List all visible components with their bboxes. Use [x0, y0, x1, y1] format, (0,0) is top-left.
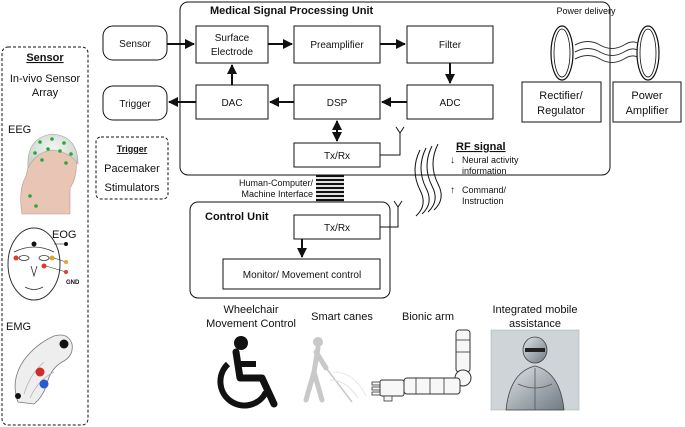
control-txrx-block: Tx/Rx [293, 214, 381, 240]
surface-electrode-label-line2: Electrode [211, 47, 254, 58]
dac-block: DAC [195, 84, 269, 120]
adc-block: ADC [406, 84, 494, 120]
trigger-box: Trigger Pacemaker Stimulators [95, 136, 169, 200]
monitor-movement-label: Monitor/ Movement control [243, 270, 361, 281]
rf-down-label-line2: information [462, 166, 507, 176]
hci-label-line1: Human-Computer/ [239, 178, 314, 188]
emg-arm-image [14, 334, 73, 405]
adc-label: ADC [439, 98, 460, 109]
power-amplifier-label-line1: Power [631, 90, 663, 102]
trigger-box-item-stimulators: Stimulators [104, 182, 160, 194]
control-antenna-icon [380, 200, 403, 228]
app-mobile-label-line1: Integrated mobile [493, 304, 578, 316]
processing-txrx-block: Tx/Rx [293, 142, 381, 168]
eeg-head-image [20, 133, 79, 215]
app-canes-label: Smart canes [311, 311, 373, 323]
rectifier-label-line2: Regulator [537, 105, 585, 117]
integrated-mobile-robot-image [490, 329, 580, 411]
sensor-block-label: Sensor [119, 39, 151, 50]
preamplifier-block: Preamplifier [293, 25, 381, 64]
sensor-block: Sensor [102, 25, 168, 61]
processing-txrx-label: Tx/Rx [324, 151, 350, 162]
control-unit-panel: Control Unit Tx/Rx Monitor/ Movement con… [189, 200, 403, 299]
app-mobile-label-line2: assistance [509, 318, 561, 330]
wheelchair-icon [217, 336, 278, 409]
rf-up-label-line1: Command/ [462, 185, 507, 195]
sensor-panel-title: Sensor [26, 52, 64, 64]
power-delivery-title: Power delivery [556, 6, 616, 16]
coil-right-icon [636, 25, 660, 81]
hci-connector: Human-Computer/ Machine Interface [239, 174, 344, 202]
rf-down-label-line1: Neural activity [462, 155, 519, 165]
eog-gnd-label: GND [66, 280, 80, 286]
app-bionic-label: Bionic arm [402, 311, 454, 323]
rf-waves-icon [414, 143, 442, 217]
sensor-panel-subtitle-line1: In-vivo Sensor [10, 73, 81, 85]
power-amplifier-block: Power Amplifier [612, 81, 682, 123]
rf-signal: RF signal ↓ Neural activity information … [414, 141, 519, 217]
dsp-label: DSP [327, 98, 348, 109]
coil-left-icon [550, 25, 574, 81]
emg-label: EMG [6, 321, 31, 333]
dsp-block: DSP [293, 84, 381, 120]
trigger-block-label: Trigger [119, 99, 151, 110]
eog-label: EOG [52, 229, 76, 241]
trigger-block: Trigger [102, 85, 168, 121]
surface-electrode-label-line1: Surface [215, 33, 250, 44]
dac-label: DAC [221, 98, 242, 109]
control-txrx-label: Tx/Rx [324, 223, 350, 234]
rf-up-label-line2: Instruction [462, 196, 504, 206]
power-amplifier-label-line2: Amplifier [626, 105, 669, 117]
processing-unit-title: Medical Signal Processing Unit [210, 5, 374, 17]
rf-up-arrow-icon: ↑ [450, 185, 455, 196]
monitor-movement-block: Monitor/ Movement control [222, 258, 381, 290]
app-wheelchair-label-line1: Wheelchair [223, 304, 278, 316]
trigger-box-item-pacemaker: Pacemaker [104, 163, 160, 175]
app-wheelchair-label-line2: Movement Control [206, 318, 296, 330]
trigger-box-title: Trigger [117, 144, 148, 154]
sensor-panel: Sensor In-vivo Sensor Array EEG [1, 46, 89, 426]
processing-antenna-icon [380, 126, 405, 156]
sensor-panel-subtitle-line2: Array [32, 87, 59, 99]
bionic-arm-icon [371, 329, 472, 402]
applications-row: Wheelchair Movement Control Smart canes … [206, 304, 580, 411]
rf-down-arrow-icon: ↓ [450, 155, 455, 166]
surface-electrode-block: Surface Electrode [195, 25, 269, 64]
filter-block: Filter [406, 25, 494, 64]
eog-face-image [7, 227, 68, 301]
eeg-label: EEG [8, 124, 31, 136]
filter-label: Filter [439, 40, 462, 51]
processing-unit-panel: Medical Signal Processing Unit Surface E… [179, 1, 611, 176]
rf-signal-title: RF signal [456, 141, 506, 153]
power-delivery: Power delivery Rectifier/ Regulator Powe… [521, 6, 682, 123]
wireless-waves-icon [574, 41, 638, 63]
rectifier-label-line1: Rectifier/ [539, 90, 583, 102]
rectifier-regulator-block: Rectifier/ Regulator [521, 81, 602, 123]
control-unit-title: Control Unit [205, 211, 269, 223]
hci-label-line2: Machine Interface [241, 189, 313, 199]
preamplifier-label: Preamplifier [310, 40, 364, 51]
smart-cane-person-icon [303, 337, 367, 403]
